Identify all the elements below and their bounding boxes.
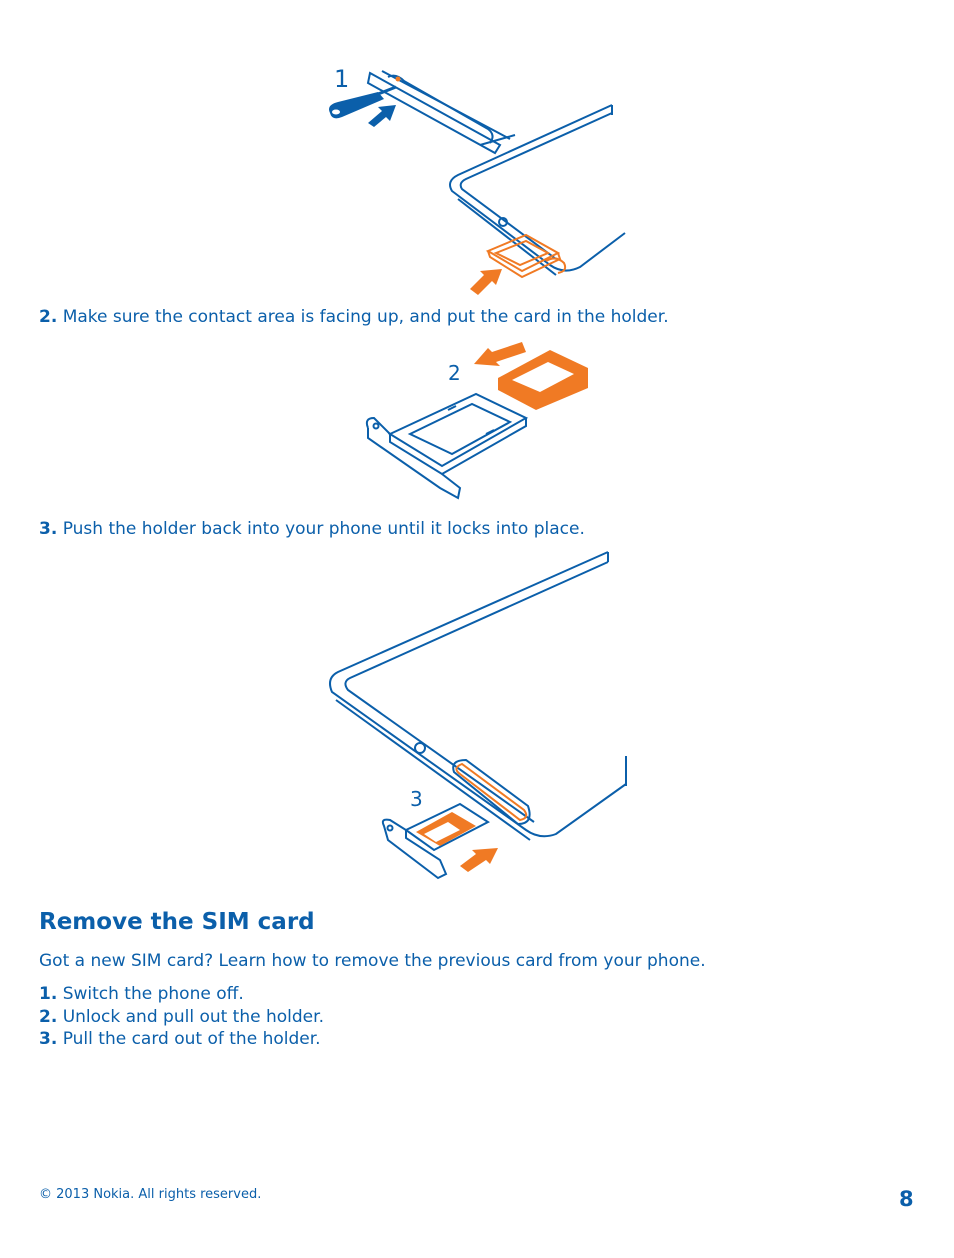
figure-2-number: 2 (448, 361, 461, 385)
phone-top-edge (366, 70, 516, 155)
step-number: 3. (39, 1029, 58, 1049)
sim-tray (365, 392, 529, 500)
figure-3-illustration: 3 (329, 551, 627, 880)
footer-copyright: © 2013 Nokia. All rights reserved. (39, 1187, 262, 1202)
sim-tray-with-card (381, 802, 490, 880)
phone-body (449, 104, 626, 276)
step-text: Unlock and pull out the holder. (62, 1007, 324, 1027)
figure-1-illustration: 1 (329, 65, 626, 295)
step-text: Make sure the contact area is facing up,… (62, 307, 669, 327)
remove-step-2: 2. Unlock and pull out the holder. (39, 1007, 324, 1027)
instruction-step-3: 3. Push the holder back into your phone … (39, 519, 585, 539)
sim-slot (455, 762, 528, 822)
step-number: 2. (39, 1007, 58, 1027)
figure-2-illustration: 2 (365, 342, 588, 500)
remove-step-3: 3. Pull the card out of the holder. (39, 1029, 321, 1049)
step-text: Push the holder back into your phone unt… (62, 519, 585, 539)
figure-1-number: 1 (334, 65, 349, 93)
insert-arrow-icon (474, 342, 526, 366)
push-arrow-icon (460, 848, 498, 872)
sim-tray (485, 233, 567, 279)
remove-intro-text: Got a new SIM card? Learn how to remove … (39, 951, 706, 971)
instruction-step-2: 2. Make sure the contact area is facing … (39, 307, 669, 327)
remove-step-1: 1. Switch the phone off. (39, 984, 244, 1004)
pull-arrow-icon (470, 269, 502, 295)
figure-3-number: 3 (410, 787, 423, 811)
figure-2-insert-card: 2 (360, 338, 600, 508)
step-number: 3. (39, 519, 58, 539)
sim-eject-pin-icon (329, 85, 397, 119)
step-text: Switch the phone off. (62, 984, 244, 1004)
figure-1-eject-holder: 1 (320, 55, 640, 295)
figure-3-push-holder: 3 (320, 548, 640, 888)
push-arrow-icon (368, 105, 396, 127)
page-number: 8 (899, 1187, 914, 1211)
phone-body (329, 551, 627, 841)
sim-card-icon (498, 350, 588, 410)
step-number: 1. (39, 984, 58, 1004)
step-number: 2. (39, 307, 58, 327)
step-text: Pull the card out of the holder. (62, 1029, 321, 1049)
section-heading-remove-sim: Remove the SIM card (39, 909, 315, 935)
